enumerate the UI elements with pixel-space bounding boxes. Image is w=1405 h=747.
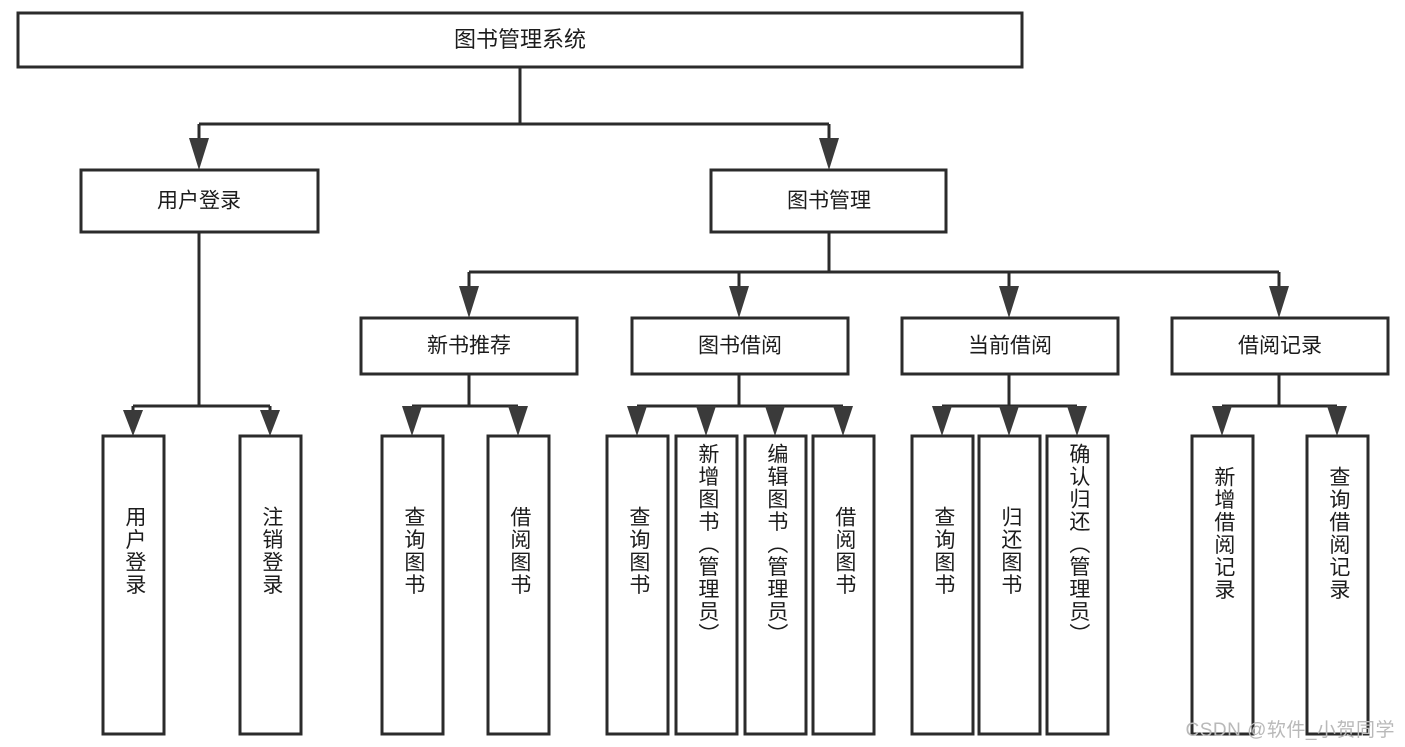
node-new-book-rec-label: 新书推荐: [427, 335, 511, 358]
node-leaf-add-book-box[interactable]: [674, 434, 739, 736]
node-leaf-logout-box[interactable]: [238, 434, 303, 736]
arrow-head-leaf-query-book-2: [627, 406, 647, 436]
node-root-label: 图书管理系统: [454, 27, 586, 52]
node-root[interactable]: 图书管理系统: [16, 11, 1024, 69]
node-book-manage[interactable]: 图书管理: [709, 168, 948, 234]
node-leaf-user-login-box[interactable]: [101, 434, 166, 736]
node-user-login-box[interactable]: [79, 168, 320, 234]
arrow-head-leaf-add-book: [696, 406, 716, 436]
arrow-head-book-manage: [819, 138, 839, 170]
node-leaf-query-book-3-box[interactable]: [910, 434, 975, 736]
node-new-book-rec[interactable]: 新书推荐: [359, 316, 579, 376]
watermark-text: CSDN @软件_小贺同学: [1185, 720, 1395, 741]
arrow-head-user-login: [189, 138, 209, 170]
arrow-head-leaf-query-book-1: [402, 406, 422, 436]
arrow-head-leaf-add-record: [1212, 406, 1232, 436]
node-current-borrow-label: 当前借阅: [968, 335, 1052, 358]
arrow-head-leaf-borrow-book-2: [833, 406, 853, 436]
node-current-borrow-box[interactable]: [900, 316, 1120, 376]
node-book-manage-box[interactable]: [709, 168, 948, 234]
node-leaf-borrow-book-2-box[interactable]: [811, 434, 876, 736]
connector-group-user-login: [123, 232, 280, 436]
node-book-manage-label: 图书管理: [787, 190, 871, 213]
arrow-head-leaf-confirm-return: [1067, 406, 1087, 436]
connector-group-book-borrow: [627, 374, 853, 436]
arrow-head-current-borrow: [999, 286, 1019, 318]
node-leaf-borrow-book-1-box[interactable]: [486, 434, 551, 736]
node-leaf-add-record-box[interactable]: [1190, 434, 1255, 736]
arrow-head-leaf-user-login: [123, 410, 143, 436]
arrow-head-leaf-edit-book: [765, 406, 785, 436]
node-current-borrow[interactable]: 当前借阅: [900, 316, 1120, 376]
node-borrow-record[interactable]: 借阅记录: [1170, 316, 1390, 376]
node-leaf-return-book-box[interactable]: [977, 434, 1042, 736]
node-new-book-rec-box[interactable]: [359, 316, 579, 376]
node-book-borrow-box[interactable]: [630, 316, 850, 376]
node-book-borrow[interactable]: 图书借阅: [630, 316, 850, 376]
node-leaf-query-record-box[interactable]: [1305, 434, 1370, 736]
arrow-head-leaf-return-book: [999, 406, 1019, 436]
node-borrow-record-label: 借阅记录: [1238, 335, 1322, 358]
connector-group-book-manage: [459, 232, 1289, 318]
connector-group-root: [189, 67, 839, 170]
node-book-borrow-label: 图书借阅: [698, 335, 782, 358]
leaf-boxes: [101, 434, 1370, 736]
arrow-head-book-borrow: [729, 286, 749, 318]
arrow-head-borrow-record: [1269, 286, 1289, 318]
arrow-head-leaf-query-record: [1327, 406, 1347, 436]
arrow-head-leaf-logout: [260, 410, 280, 436]
node-root-box[interactable]: [16, 11, 1024, 69]
arrow-head-leaf-borrow-book-1: [508, 406, 528, 436]
node-user-login-label: 用户登录: [157, 190, 241, 213]
node-user-login[interactable]: 用户登录: [79, 168, 320, 234]
connector-group-new-book-rec: [402, 374, 528, 436]
arrow-head-new-book-rec: [459, 286, 479, 318]
node-leaf-confirm-return-box[interactable]: [1045, 434, 1110, 736]
node-leaf-query-book-2-box[interactable]: [605, 434, 670, 736]
connector-group-current-borrow: [932, 374, 1087, 436]
node-leaf-edit-book-box[interactable]: [743, 434, 808, 736]
connector-group-borrow-record: [1212, 374, 1347, 436]
node-leaf-query-book-1-box[interactable]: [380, 434, 445, 736]
node-borrow-record-box[interactable]: [1170, 316, 1390, 376]
arrow-head-leaf-query-book-3: [932, 406, 952, 436]
